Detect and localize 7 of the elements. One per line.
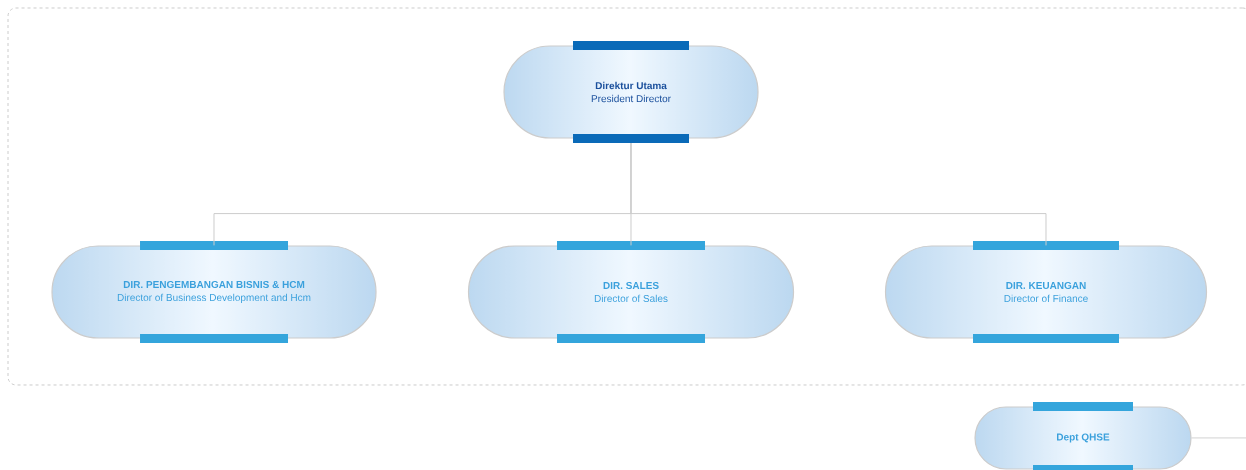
role-capsule: DIR. SALES Director of Sales [467, 240, 795, 344]
role-capsule: DIR. PENGEMBANGAN BISNIS & HCM Director of Business Development and Hcm [51, 240, 377, 344]
role-capsule: Dept QHSE [974, 401, 1192, 470]
role-capsule: Direktur Utama President Director [503, 40, 759, 144]
connector-line [630, 142, 1047, 246]
role-capsule: DIR. KEUANGAN Director of Finance [884, 240, 1208, 344]
group-frame [7, 7, 1246, 386]
